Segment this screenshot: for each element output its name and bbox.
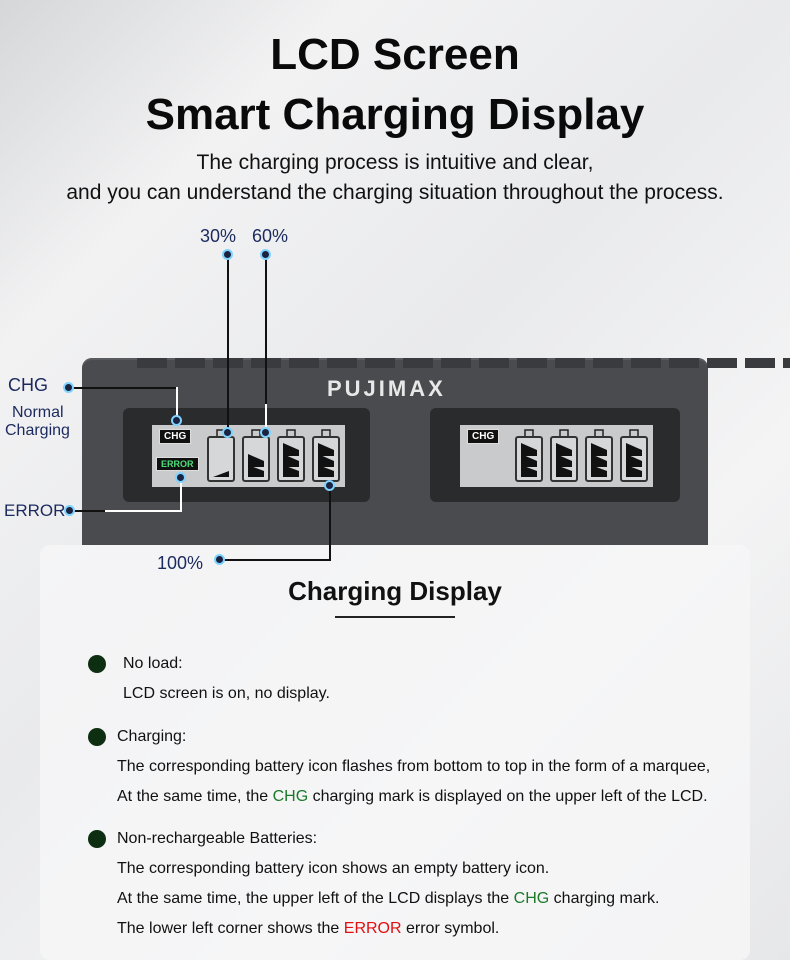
text: charging mark. [549, 890, 660, 907]
vent [441, 358, 471, 368]
bullet-icon [88, 655, 106, 673]
callout-dot [324, 480, 335, 491]
leader-line [220, 559, 331, 561]
vent [707, 358, 737, 368]
battery-icons [207, 429, 340, 482]
text: charging mark is displayed on the upper … [308, 788, 708, 805]
callout-dot [171, 415, 182, 426]
charger-device: PUJIMAX CHG ERROR CHG [82, 358, 790, 545]
leader-line [265, 404, 267, 432]
callout-dot [64, 505, 75, 516]
callout-dot [260, 249, 271, 260]
battery-icon [550, 429, 578, 482]
battery-icons [515, 429, 648, 482]
leader-line [70, 387, 176, 389]
vent [327, 358, 357, 368]
callout-dot [175, 472, 186, 483]
callout-charging: Charging [5, 422, 70, 439]
vent [783, 358, 790, 368]
leader-line [265, 254, 267, 404]
chg-indicator: CHG [467, 429, 500, 444]
section-heading: Charging Display [288, 576, 502, 606]
callout-60: 60% [252, 226, 289, 246]
callout-dot [63, 382, 74, 393]
text: error symbol. [401, 920, 500, 937]
item-text: The lower left corner shows the ERROR er… [117, 920, 499, 938]
callout-chg: CHG [8, 375, 48, 395]
vent [289, 358, 319, 368]
subtitle-line-2: and you can understand the charging situ… [66, 181, 724, 204]
chg-highlight: CHG [513, 890, 550, 907]
battery-icon [312, 429, 340, 482]
battery-icon [277, 429, 305, 482]
item-text: At the same time, the CHG charging mark … [117, 788, 708, 806]
vent [137, 358, 167, 368]
title-line-2: Smart Charging Display [145, 90, 645, 139]
vent [403, 358, 433, 368]
callout-30: 30% [200, 226, 237, 246]
callout-dot [260, 427, 271, 438]
text: At the same time, the [117, 788, 273, 805]
text: The lower left corner shows the [117, 920, 344, 937]
battery-icon [620, 429, 648, 482]
battery-icon [515, 429, 543, 482]
leader-line [176, 387, 178, 421]
item-title: Charging: [117, 728, 187, 745]
vent [669, 358, 699, 368]
callout-dot [222, 427, 233, 438]
battery-icon [207, 429, 235, 482]
left-lcd-bezel: CHG ERROR [123, 408, 370, 502]
chg-highlight: CHG [272, 788, 309, 805]
chg-indicator: CHG [159, 429, 192, 444]
vent [555, 358, 585, 368]
callout-normal: Normal [12, 404, 64, 421]
vent [593, 358, 623, 368]
item-text: The corresponding battery icon flashes f… [117, 758, 711, 775]
brand-logo: PUJIMAX [327, 376, 446, 401]
item-text: LCD screen is on, no display. [123, 685, 330, 702]
leader-line [70, 510, 105, 512]
vent [479, 358, 509, 368]
callout-dot [222, 249, 233, 260]
leader-line [180, 478, 182, 512]
item-title: No load: [123, 655, 183, 672]
subtitle-line-1: The charging process is intuitive and cl… [196, 151, 594, 174]
vent [517, 358, 547, 368]
bullet-icon [88, 728, 106, 746]
info-card [40, 545, 750, 960]
callout-100: 100% [157, 553, 204, 573]
bullet-icon [88, 830, 106, 848]
leader-line [105, 510, 182, 512]
callout-dot [214, 554, 225, 565]
right-lcd-bezel: CHG [430, 408, 680, 502]
right-lcd-screen: CHG [460, 425, 653, 487]
battery-icon [585, 429, 613, 482]
vent [745, 358, 775, 368]
text: At the same time, the upper left of the … [117, 890, 514, 907]
left-lcd-screen: CHG ERROR [152, 425, 345, 487]
leader-line [227, 254, 229, 432]
vent [631, 358, 661, 368]
battery-icon [242, 429, 270, 482]
error-indicator: ERROR [156, 457, 199, 471]
item-title: Non-rechargeable Batteries: [117, 830, 318, 847]
item-text: The corresponding battery icon shows an … [117, 860, 550, 877]
leader-line [329, 486, 331, 560]
callout-error: ERROR [4, 501, 66, 520]
vent [365, 358, 395, 368]
vent [175, 358, 205, 368]
heading-underline [335, 616, 455, 618]
error-highlight: ERROR [343, 920, 402, 937]
title-line-1: LCD Screen [270, 30, 520, 79]
item-text: At the same time, the upper left of the … [117, 890, 659, 908]
